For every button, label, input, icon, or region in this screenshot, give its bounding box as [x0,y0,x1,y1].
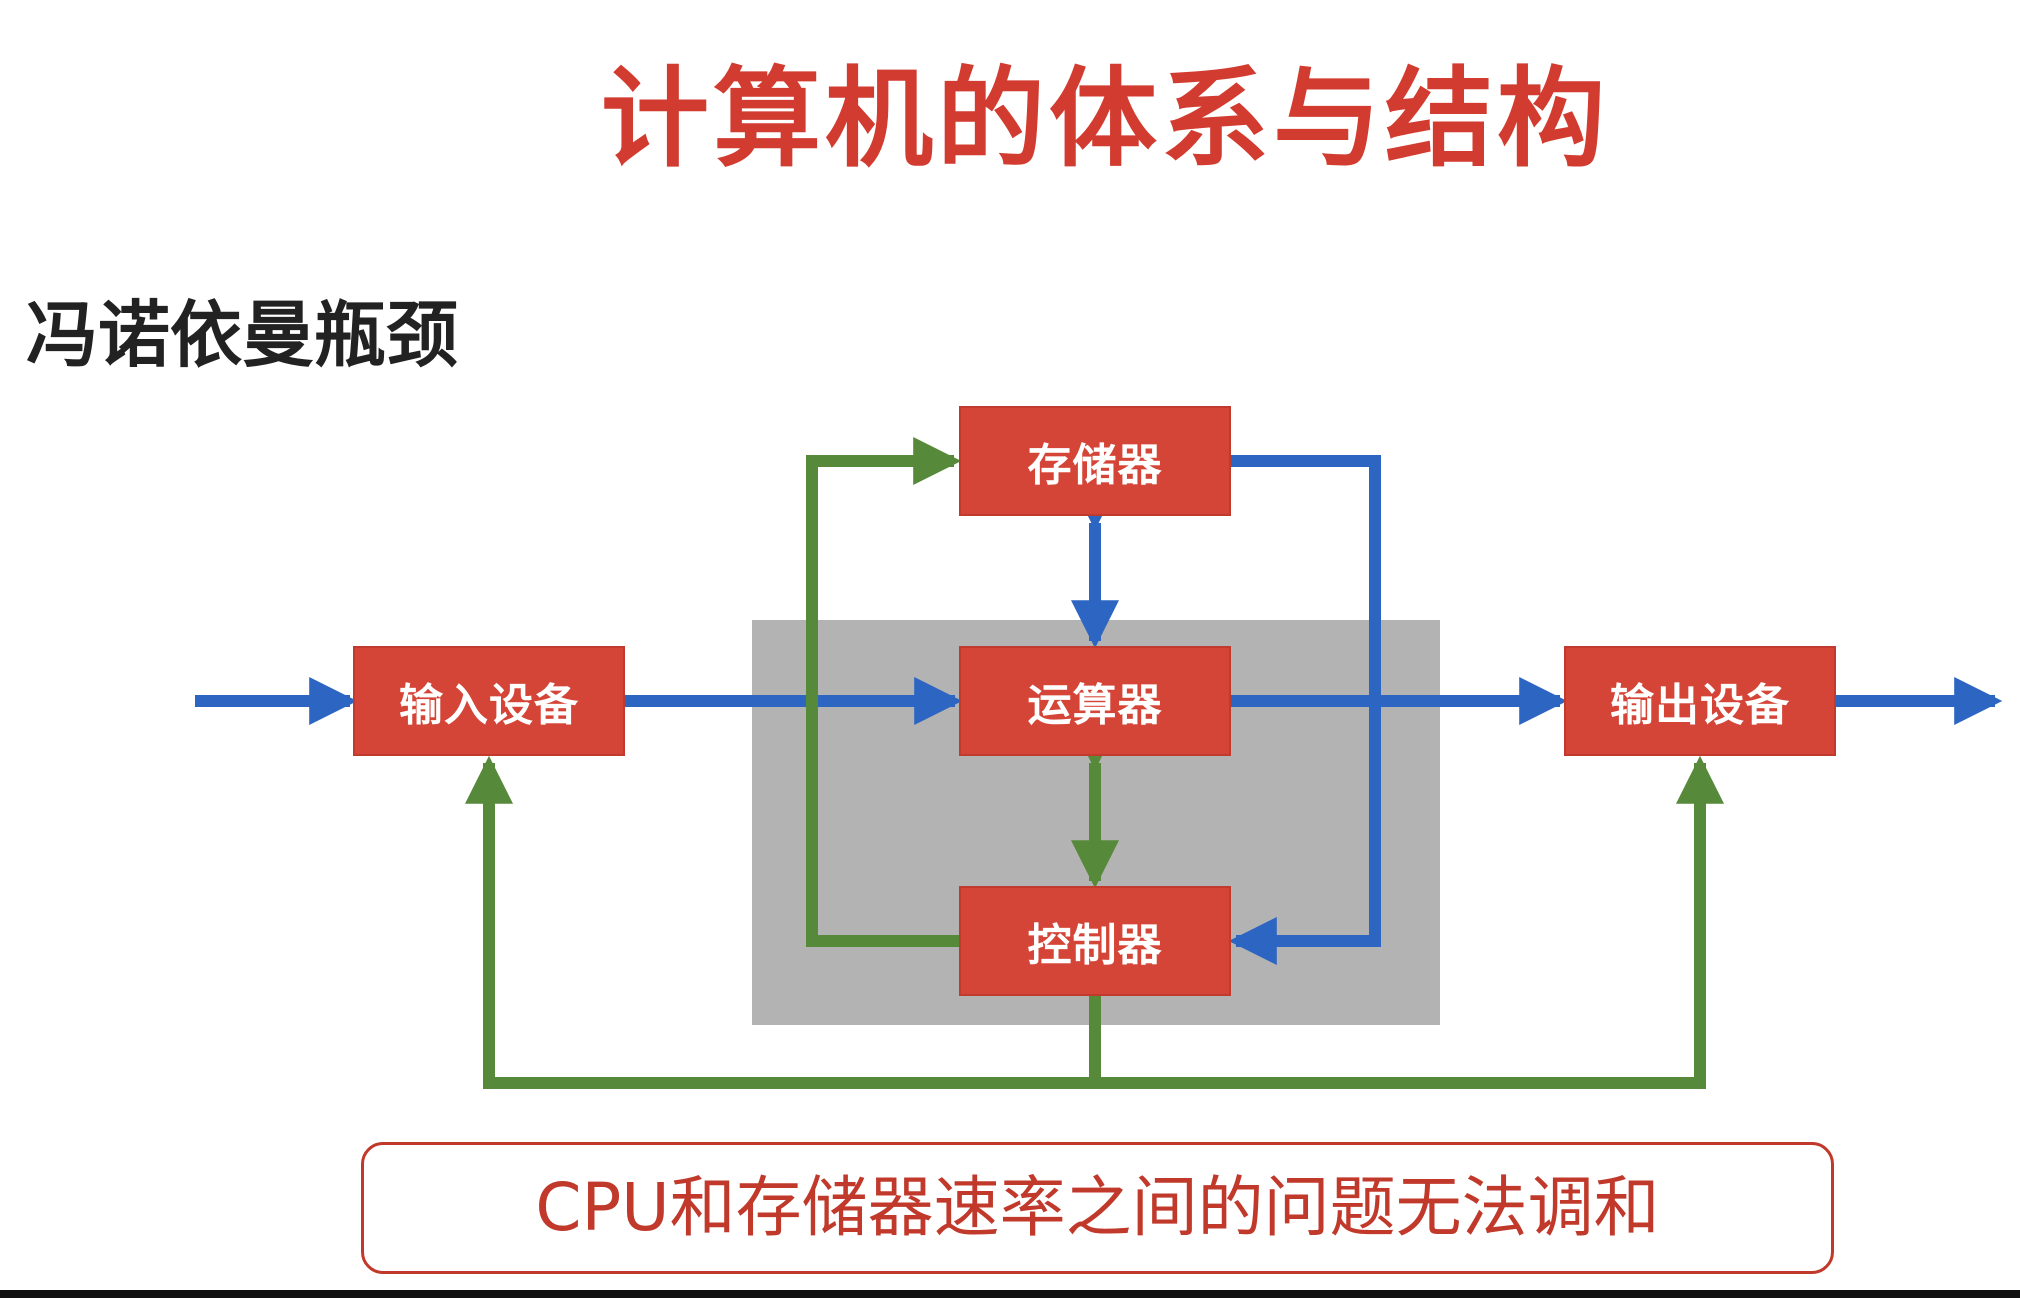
controller-box: 控制器 [959,886,1231,996]
slide-title: 计算机的体系与结构 [600,57,1609,182]
section-heading: 冯诺依曼瓶颈 [26,293,459,377]
output-device-box: 输出设备 [1564,646,1836,756]
bottleneck-note: CPU和存储器速率之间的问题无法调和 [361,1142,1834,1274]
arrow-controller-to-output [1095,755,1724,1089]
control-flow-lines [465,437,1724,1089]
arrow-memory-to-controller [1228,455,1381,965]
memory-box: 存储器 [959,406,1231,516]
input-device-box: 输入设备 [353,646,625,756]
bottom-border [0,1290,2020,1298]
arrow-controller-to-memory [806,437,962,947]
control-bus [465,755,1101,1089]
alu-box: 运算器 [959,646,1231,756]
data-flow-lines [195,455,2003,965]
